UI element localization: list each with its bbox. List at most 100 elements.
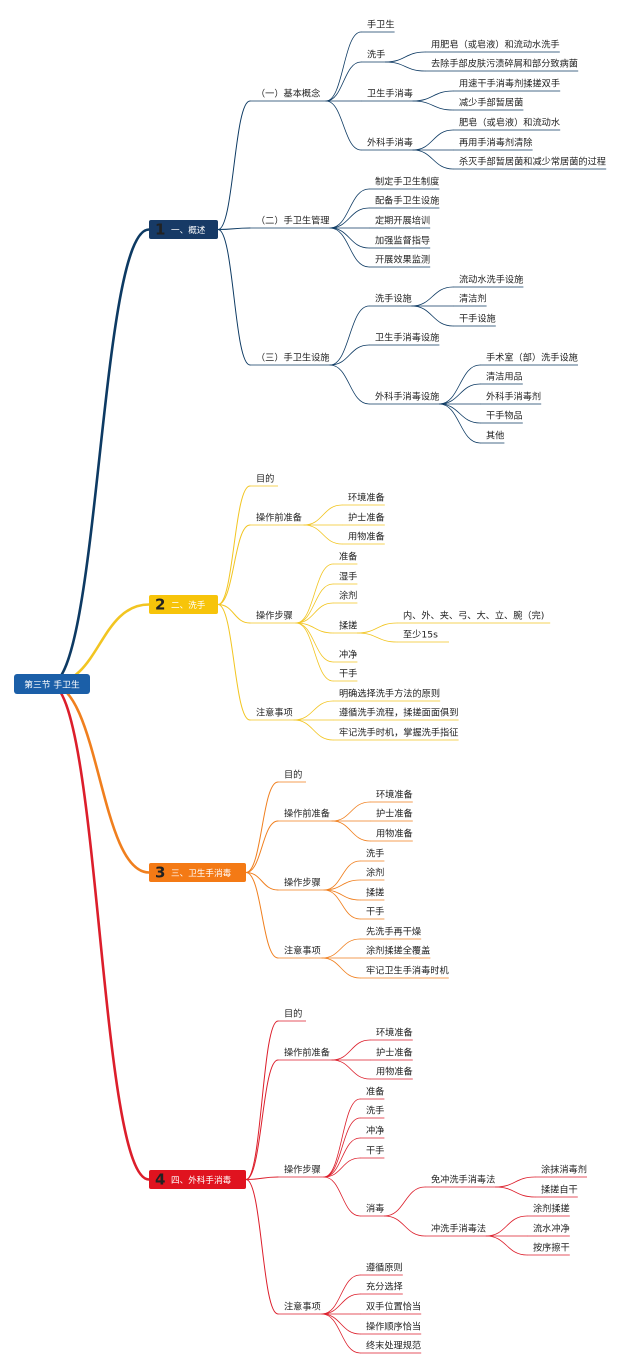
category-box [149, 863, 246, 882]
level2-node: 洗手 [367, 49, 385, 61]
level2-node: 操作顺序恰当 [366, 1321, 421, 1333]
branch-line [412, 90, 454, 102]
level2-node: 制定手卫生制度 [375, 176, 439, 188]
category-label: 一、概述 [171, 224, 206, 236]
branch-line [321, 1274, 361, 1315]
branch-line [325, 61, 362, 102]
level2-node: 明确选择洗手方法的原则 [339, 688, 440, 700]
category-label: 二、洗手 [171, 599, 206, 611]
branch-line [357, 632, 398, 643]
branch-line [245, 1179, 279, 1315]
level2-node: 先洗手再干燥 [366, 926, 421, 938]
level2-node: 干手 [366, 1145, 384, 1157]
level2-node: 干手 [339, 668, 357, 680]
branch-line [323, 879, 361, 891]
level3-node: 手术室（部）洗手设施 [486, 352, 578, 364]
level2-node: 冲净 [339, 649, 357, 661]
level1-node: 目的 [284, 1008, 302, 1020]
branch-line [295, 602, 334, 624]
branch-line [384, 1186, 426, 1217]
branch-line [48, 682, 151, 874]
level1-node: 操作步骤 [256, 610, 293, 622]
branch-line [495, 1186, 536, 1198]
level2-node: 消毒 [366, 1203, 384, 1215]
level2-node: 洗手 [366, 848, 384, 860]
level2-node: 用物准备 [348, 531, 385, 543]
level2-node: 涂剂 [339, 590, 357, 602]
branch-line [325, 31, 362, 102]
branch-line [245, 872, 279, 959]
level3-node: 干手物品 [486, 410, 523, 422]
level2-node: 揉搓 [339, 620, 357, 632]
branch-line [323, 1157, 361, 1178]
level2-node: 卫生手消毒 [367, 88, 413, 100]
level2-node: 遵循洗手流程，揉搓面面俱到 [339, 707, 458, 719]
category-label: 三、卫生手消毒 [171, 867, 232, 879]
level3-node: 冲洗手消毒法 [431, 1223, 486, 1235]
branch-line [217, 227, 251, 230]
branch-line [217, 485, 251, 605]
category-box [149, 220, 218, 239]
branch-line [439, 364, 481, 405]
level1-node: （一）基本概念 [256, 88, 320, 100]
level2-node: 揉搓 [366, 887, 384, 899]
level2-node: 护士准备 [348, 512, 385, 524]
level2-node: 冲净 [366, 1125, 384, 1137]
level2-node: 牢记卫生手消毒时机 [366, 965, 449, 977]
level2-node: 遵循原则 [366, 1262, 403, 1274]
branch-line [245, 820, 279, 873]
level3-node: 干手设施 [459, 313, 496, 325]
root-node[interactable]: 第三节 手卫生 [14, 674, 90, 694]
branch-line [385, 61, 426, 72]
category-box [149, 595, 218, 614]
level2-node: 环境准备 [376, 1027, 413, 1039]
root-node-box [14, 674, 90, 694]
branch-lines [48, 31, 607, 1354]
level3-node: 去除手部皮肤污渍碎屑和部分致病菌 [431, 58, 578, 70]
level2-node: 卫生手消毒设施 [375, 332, 439, 344]
branch-line [295, 622, 334, 634]
level2-node: 外科手消毒设施 [375, 391, 439, 403]
branch-line [323, 1098, 361, 1178]
level3-node: 肥皂（或皂液）和流动水 [459, 117, 560, 129]
level2-node: 护士准备 [376, 1047, 413, 1059]
branch-line [329, 227, 370, 268]
branch-line [331, 1059, 371, 1080]
level2-node: 环境准备 [348, 492, 385, 504]
level1-node: 注意事项 [284, 1301, 321, 1313]
level3-node: 内、外、夹、弓、大、立、腕（完) [403, 610, 544, 622]
level2-node: 终末处理规范 [366, 1340, 421, 1352]
branch-line [331, 801, 371, 822]
level4-node: 按序擦干 [533, 1242, 570, 1254]
level3-node: 其他 [486, 430, 504, 442]
level2-node: 双手位置恰当 [366, 1301, 421, 1313]
level2-node: 护士准备 [376, 808, 413, 820]
branch-line [321, 957, 361, 979]
level2-node: 洗手设施 [375, 293, 412, 305]
level3-node: 流动水洗手设施 [459, 274, 523, 286]
level4-node: 流水冲净 [533, 1223, 570, 1235]
branch-line [439, 403, 481, 424]
branch-line [331, 1039, 371, 1061]
branch-line [411, 286, 454, 307]
category-label: 四、外科手消毒 [171, 1174, 232, 1186]
branch-line [485, 1215, 528, 1237]
level2-node: 干手 [366, 906, 384, 918]
branch-line [321, 1313, 361, 1335]
branch-line [293, 700, 334, 721]
level2-node: 充分选择 [366, 1281, 403, 1293]
level3-node: 清洁用品 [486, 371, 523, 383]
level3-node: 外科手消毒剂 [486, 391, 541, 403]
level3-node: 杀灭手部暂居菌和减少常居菌的过程 [459, 156, 606, 168]
branch-line [245, 1176, 279, 1180]
level2-node: 准备 [366, 1086, 384, 1098]
level2-node: 洗手 [366, 1105, 384, 1117]
branch-line [321, 938, 361, 959]
branch-line [412, 149, 454, 170]
